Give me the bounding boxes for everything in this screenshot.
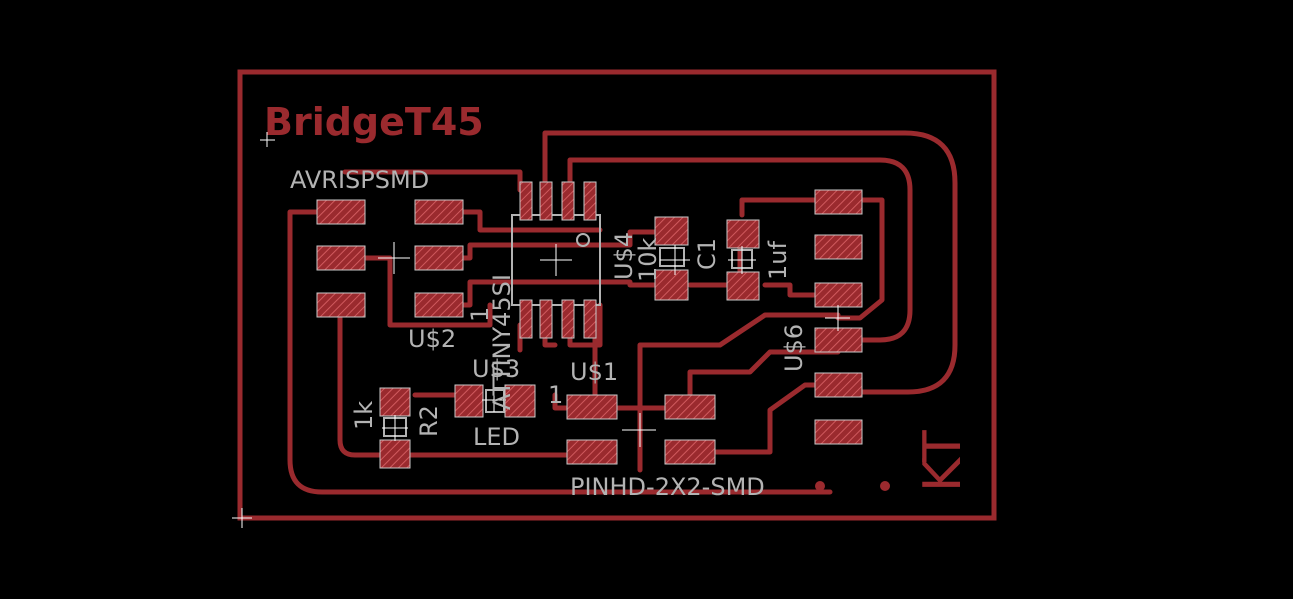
ftdi-header	[814, 189, 863, 445]
label-one-led: 1	[548, 381, 563, 409]
label-led: LED	[473, 423, 520, 451]
label-u2: U$2	[408, 325, 456, 353]
label-u4: U$4	[610, 232, 638, 280]
label-1k: 1k	[350, 401, 378, 430]
pinhd-header	[566, 394, 716, 465]
label-c1: C1	[693, 238, 721, 270]
marker-dot	[815, 481, 825, 491]
board-outline	[237, 69, 997, 521]
label-r2: R2	[415, 405, 443, 437]
label-u1: U$1	[570, 358, 618, 386]
board-title: BridgeT45	[264, 100, 484, 144]
label-attiny: ATTINY45SI	[488, 274, 516, 410]
led-component	[454, 384, 536, 418]
resistor-10k	[654, 216, 689, 301]
label-u3: U$3	[472, 355, 520, 383]
label-pinhd: PINHD-2X2-SMD	[570, 473, 765, 501]
avrisp-header	[316, 199, 464, 318]
attiny-ic	[511, 181, 601, 339]
board-initials: KT	[913, 430, 973, 492]
label-u6: U$6	[780, 324, 808, 372]
label-10k: 10k	[634, 237, 662, 282]
marker-dot	[880, 481, 890, 491]
label-1uf: 1uf	[764, 241, 792, 280]
label-one-ic: 1	[466, 307, 494, 322]
capacitor-c1	[726, 219, 760, 301]
origin-markers	[232, 132, 850, 528]
label-avrispsmd: AVRISPSMD	[290, 166, 429, 194]
